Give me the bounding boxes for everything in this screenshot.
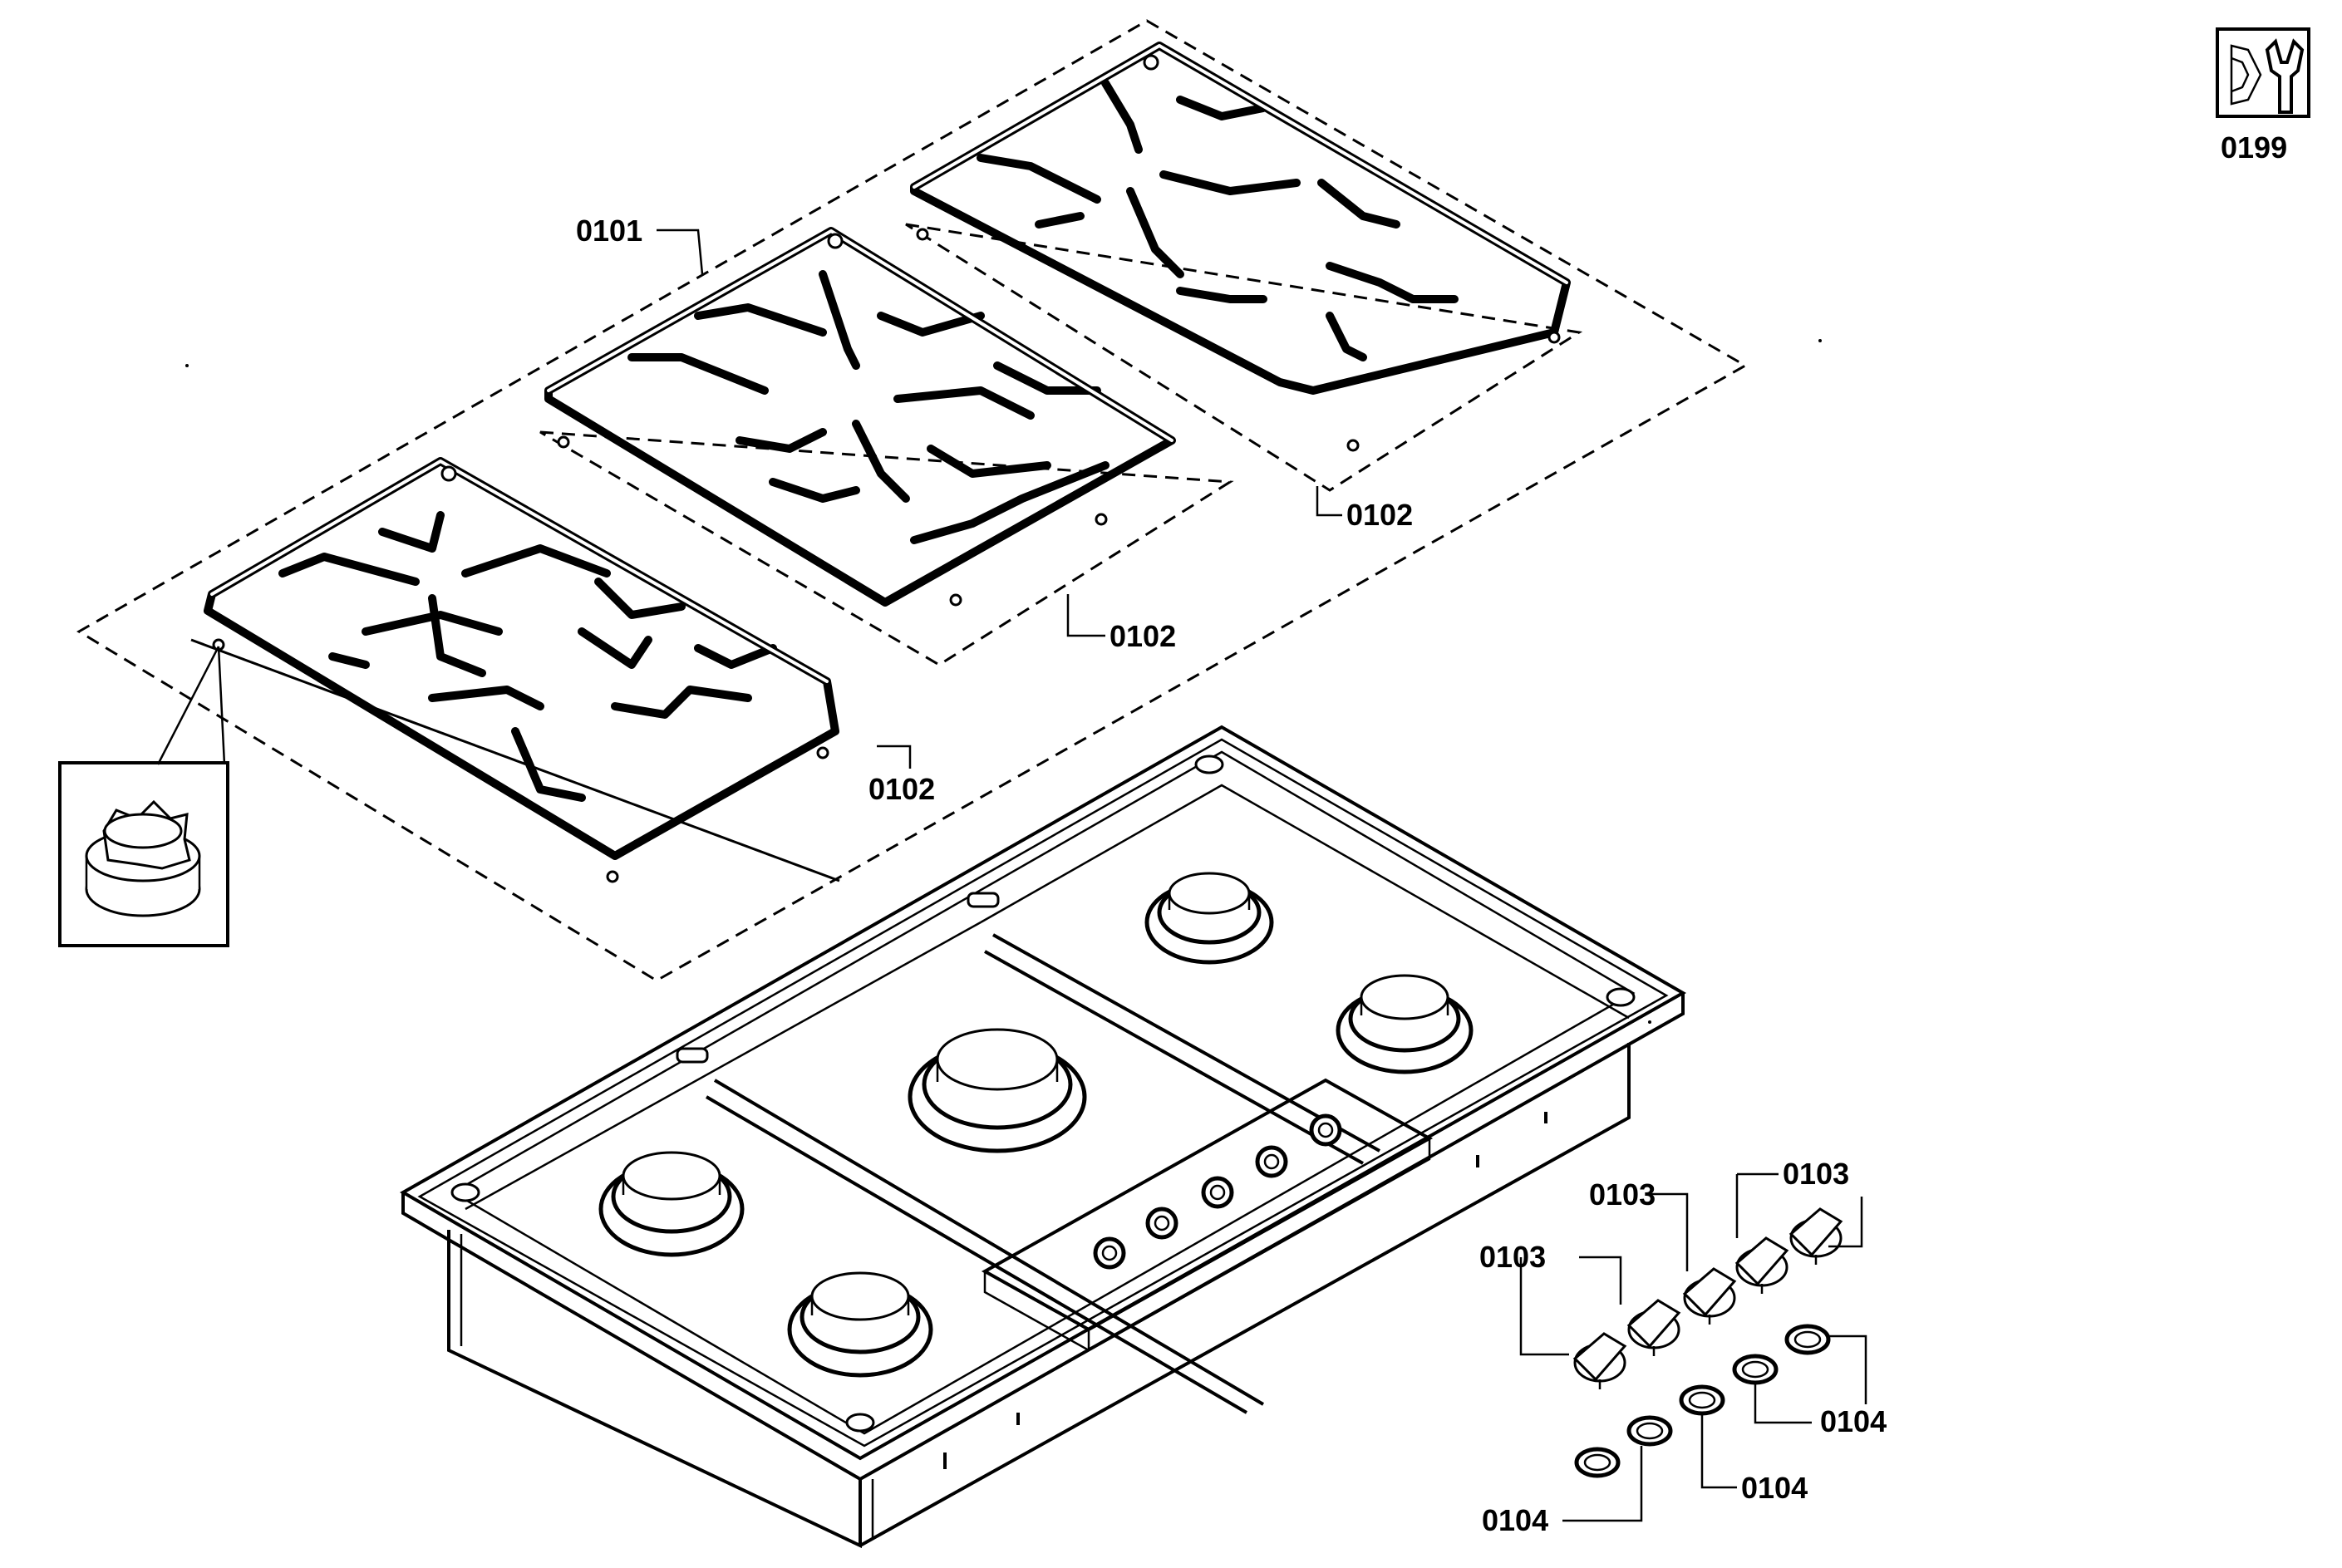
label-ring-2: 0104 — [1741, 1471, 1808, 1505]
label-knob-1: 0103 — [1479, 1240, 1546, 1274]
bezel-rings — [1574, 1324, 1831, 1478]
label-grates: 0101 — [576, 214, 642, 248]
label-knob-2: 0103 — [1589, 1177, 1656, 1212]
knob — [1572, 1332, 1627, 1389]
wrench-icon — [2216, 27, 2310, 118]
burner-center — [908, 1028, 1087, 1153]
label-service-kit: 0199 — [2221, 130, 2287, 165]
knob-sockets — [1093, 1113, 1342, 1270]
burners — [598, 872, 1474, 1378]
burner-front-left — [787, 1271, 933, 1378]
label-knob-3: 0103 — [1783, 1157, 1849, 1191]
label-ring-1: 0104 — [1482, 1503, 1548, 1537]
grate-middle — [544, 227, 1176, 607]
rubber-foot-icon — [85, 799, 201, 917]
label-ring-3: 0104 — [1820, 1404, 1887, 1438]
foot-detail-box — [58, 646, 229, 947]
label-foot-left: 0102 — [868, 772, 935, 806]
scan-specks — [185, 339, 1822, 1024]
label-foot-right: 0102 — [1346, 498, 1413, 532]
knob — [1734, 1236, 1789, 1294]
knob — [1682, 1267, 1737, 1325]
label-foot-middle: 0102 — [1109, 619, 1176, 653]
knob — [1626, 1299, 1681, 1356]
grate-left — [204, 457, 839, 860]
knob — [1788, 1207, 1843, 1265]
grate-right — [910, 42, 1571, 395]
burner-rear-left — [598, 1151, 745, 1257]
exploded-dashed-outlines — [76, 19, 1749, 982]
part-labels: 0101 0102 0102 0102 0103 0103 0103 0104 … — [576, 130, 2287, 1537]
knobs — [1572, 1207, 1843, 1389]
grate-feet — [212, 228, 1561, 883]
leader-lines — [657, 229, 1867, 1522]
cooktop-body — [399, 725, 1687, 1549]
burner-right — [1336, 974, 1474, 1074]
burner-rear-right — [1144, 872, 1274, 965]
